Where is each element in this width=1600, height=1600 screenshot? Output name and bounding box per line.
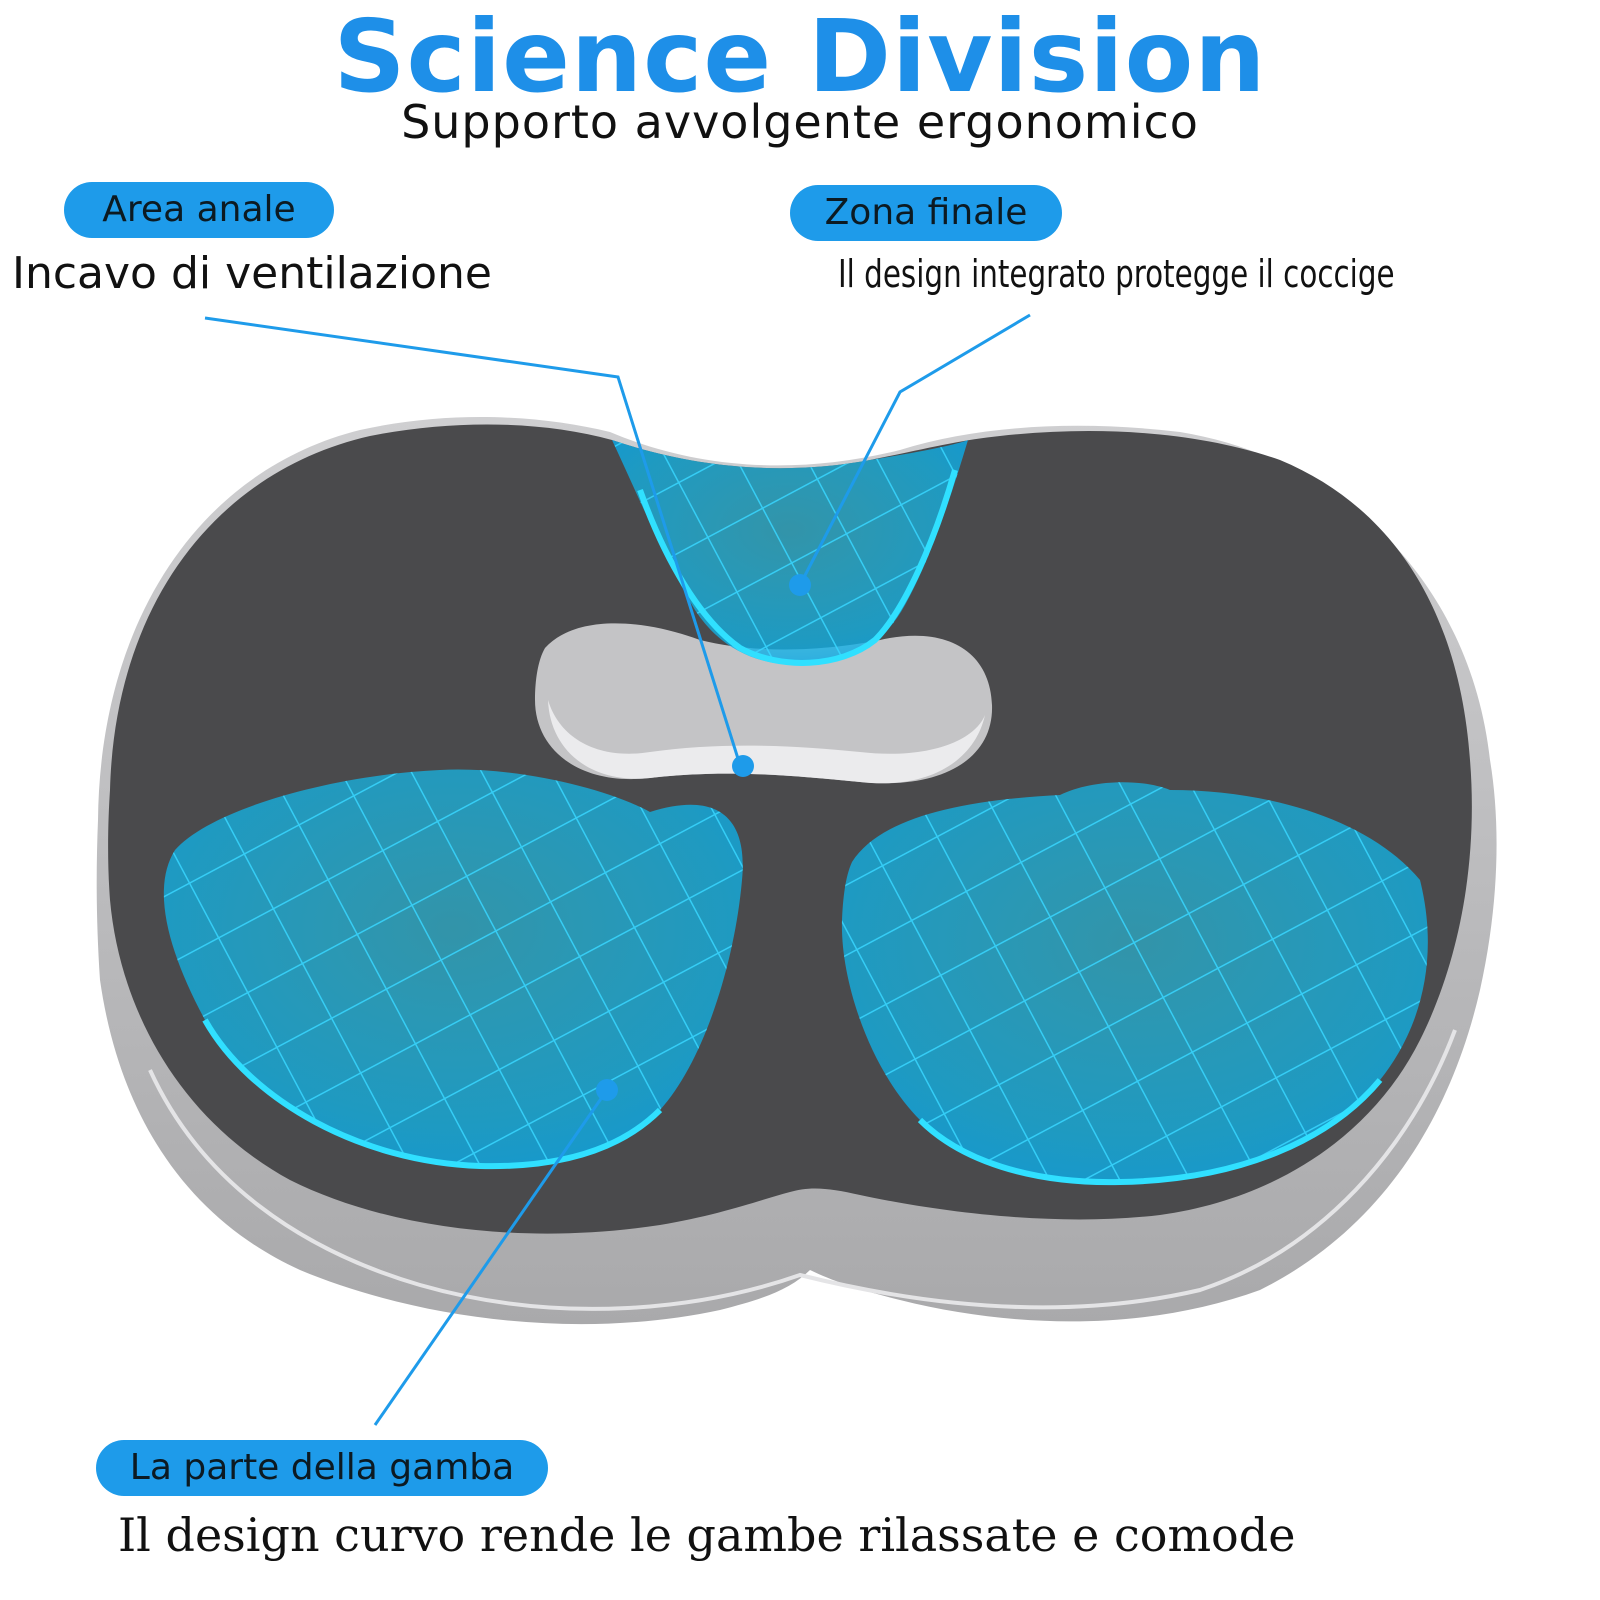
tail-leader-line [798,313,1031,586]
leg-leader-dot [596,1079,618,1101]
leg-leader-line [373,1089,609,1426]
tail-zone-tag: Zona finale [790,185,1062,241]
leg-part-description: Il design curvo rende le gambe rilassate… [118,1508,1296,1562]
anal-leader-dot [732,755,754,777]
page-subtitle: Supporto avvolgente ergonomico [401,95,1199,149]
tail-leader-dot [789,574,811,596]
anal-area-tag: Area anale [64,182,334,238]
center-hole-shadow [548,700,985,784]
zipper-line [148,1029,1457,1311]
center-hole [535,623,993,784]
page-title: Science Division [333,0,1267,115]
anal-area-description: Incavo di ventilazione [12,248,492,299]
leg-part-tag: La parte della gamba [96,1440,548,1496]
anal-leader-line [204,316,742,766]
tail-zone-description: Il design integrato protegge il coccige [838,252,1395,296]
right-gel-pad [841,782,1428,1186]
